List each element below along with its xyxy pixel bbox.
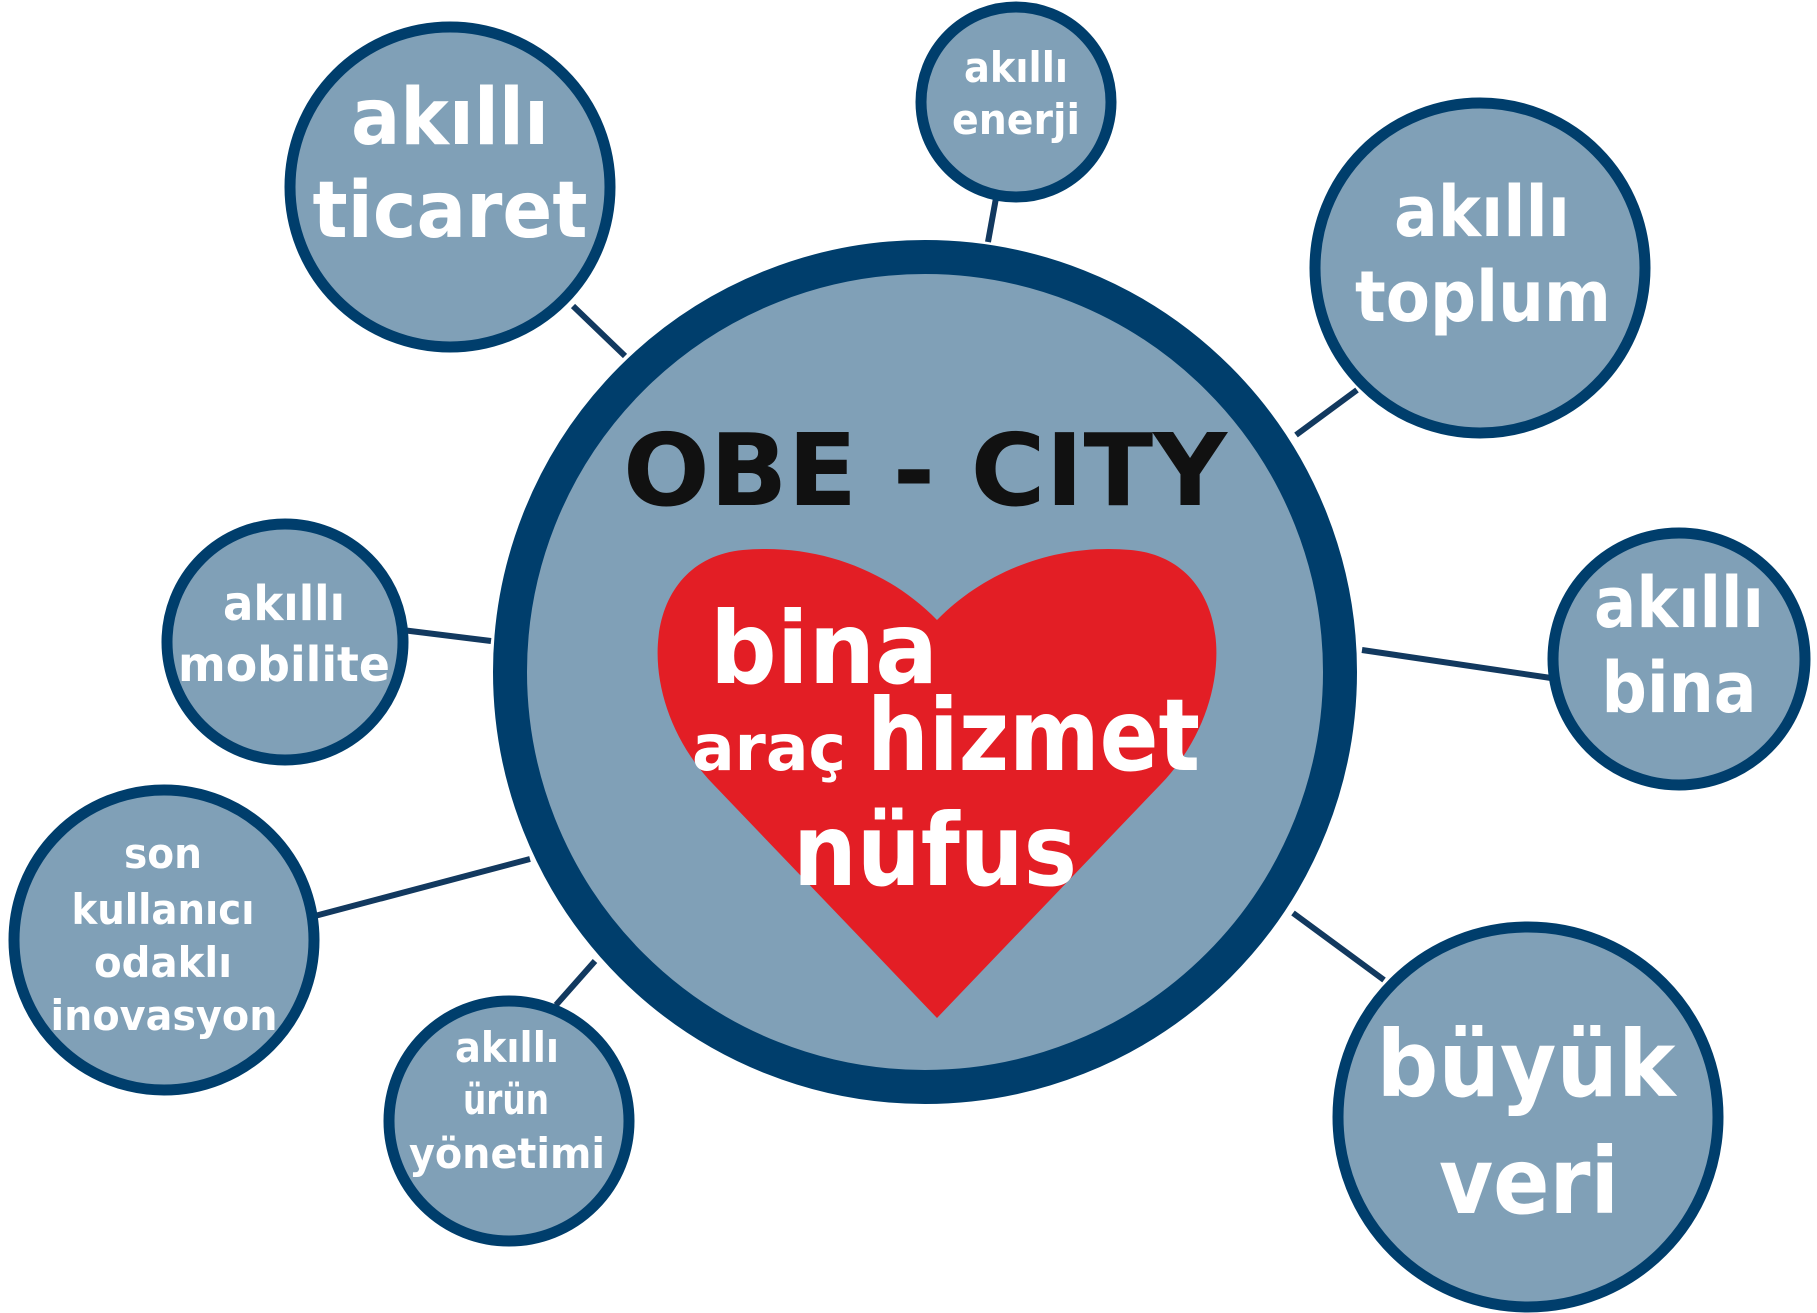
node-label-line: ticaret (313, 166, 588, 256)
node-circle (8, 784, 320, 1096)
node-circle (161, 518, 409, 766)
connector-enerji (985, 197, 999, 243)
node-label-line: ürün (463, 1075, 549, 1124)
node-circle (1332, 921, 1724, 1313)
heart-word-nufus: nüfus (793, 792, 1077, 909)
node-label-line: akıllı (455, 1023, 559, 1072)
node-label-line: akıllı (1594, 562, 1764, 644)
heart-shape (657, 548, 1217, 1018)
node-label-line: odaklı (94, 938, 232, 987)
node-son-kullanici: son kullanıcı odaklı inovasyon (8, 784, 320, 1096)
node-label-line: büyük (1377, 1011, 1678, 1118)
node-ticaret: akıllı ticaret (284, 21, 616, 353)
node-urun-yonetimi: akıllı ürün yönetimi (383, 995, 635, 1247)
node-circle (383, 995, 635, 1247)
connector-son-kullanici (310, 856, 531, 920)
hub-title: OBE - CITY (623, 412, 1229, 529)
connector-bina (1361, 647, 1552, 681)
node-label-line: akıllı (1394, 171, 1570, 253)
node-circle (1547, 527, 1811, 791)
node-circle (915, 1, 1117, 203)
heart-word-arac: araç (692, 712, 846, 786)
node-label-line: mobilite (178, 637, 390, 693)
node-label-line: yönetimi (409, 1129, 605, 1178)
node-label-line: akıllı (964, 43, 1068, 92)
node-bina: akıllı bina (1547, 527, 1811, 791)
node-label-line: bina (1602, 647, 1757, 729)
heart-word-hizmet: hizmet (867, 677, 1200, 794)
node-circle (1309, 97, 1651, 439)
node-label-line: son (124, 829, 202, 878)
node-label-line: veri (1439, 1128, 1619, 1235)
node-label-line: akıllı (223, 576, 345, 632)
connector-toplum (1294, 387, 1359, 438)
connector-urun-yonetimi (553, 959, 598, 1007)
heart-word-bina: bina (710, 590, 938, 707)
node-label-line: inovasyon (51, 991, 278, 1040)
node-circle (284, 21, 616, 353)
node-mobilite: akıllı mobilite (161, 518, 409, 766)
node-label-line: akıllı (351, 73, 549, 163)
node-buyuk-veri: büyük veri (1332, 921, 1724, 1313)
node-label-line: toplum (1355, 256, 1611, 338)
node-enerji: akıllı enerji (915, 1, 1117, 203)
connector-buyuk-veri (1291, 910, 1386, 983)
node-label-line: kullanıcı (72, 885, 255, 934)
hub: OBE - CITY bina araç hizmet nüfus (493, 240, 1357, 1104)
connector-ticaret (570, 303, 628, 359)
connectors (310, 197, 1552, 1007)
node-toplum: akıllı toplum (1309, 97, 1651, 439)
node-label-line: enerji (952, 95, 1080, 144)
connector-mobilite (401, 627, 492, 644)
